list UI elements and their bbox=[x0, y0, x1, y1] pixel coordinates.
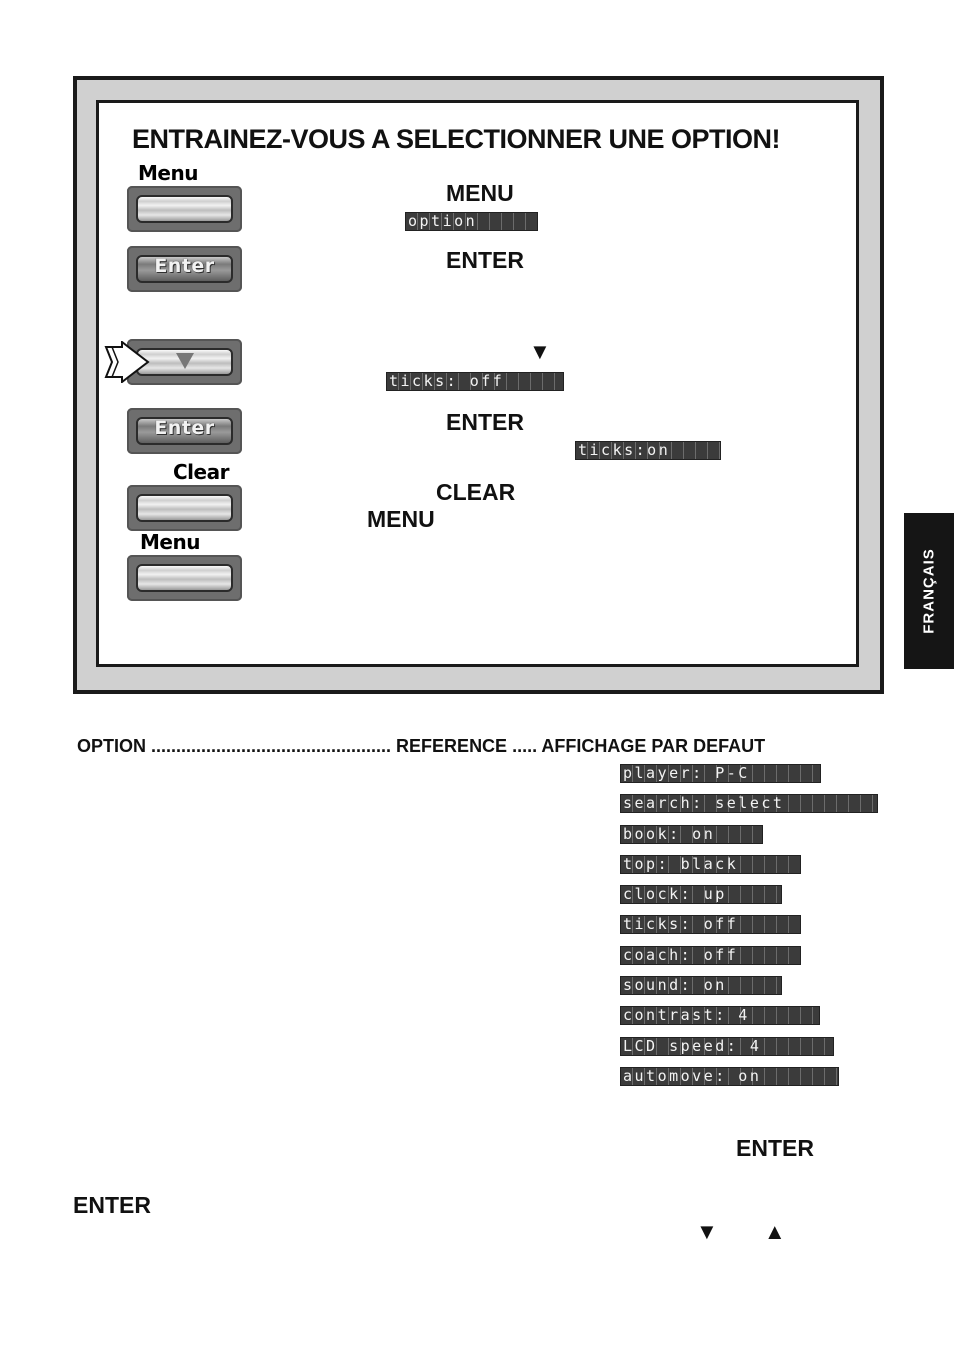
up-arrow-icon: ▲ bbox=[763, 1219, 786, 1244]
bottom-arrows: ▼ ▲ bbox=[696, 1219, 786, 1245]
language-tab: FRANÇAIS bbox=[904, 513, 954, 669]
clear-button[interactable] bbox=[127, 485, 242, 531]
menu-button-2[interactable] bbox=[127, 555, 242, 601]
step-enter-2-text: ENTER bbox=[446, 409, 524, 435]
down-arrow-glyph: ▼ bbox=[529, 339, 551, 364]
pointer-arrow-icon bbox=[104, 341, 150, 383]
lcd-default-player: player: P-C bbox=[620, 764, 821, 783]
menu-button[interactable] bbox=[127, 186, 242, 232]
down-arrow-icon: ▼ bbox=[696, 1219, 718, 1244]
default-values-list: player: P-C search: select book: on top:… bbox=[620, 764, 878, 1097]
lcd-default-search: search: select bbox=[620, 794, 878, 814]
lcd-default-ticks: ticks: off bbox=[620, 915, 801, 935]
menu-button-label: Menu bbox=[138, 161, 198, 185]
language-tab-label: FRANÇAIS bbox=[920, 548, 938, 634]
lcd-ticks-off: ticks: off bbox=[386, 372, 564, 391]
lcd-default-coach: coach: off bbox=[620, 945, 801, 965]
lcd-default-top: top: black bbox=[620, 854, 801, 874]
lcd-default-automove: automove: on bbox=[620, 1066, 839, 1086]
menu-button-2-label: Menu bbox=[140, 530, 200, 554]
lcd-default-clock: clock: up bbox=[620, 885, 782, 905]
lcd-default-book: book: on bbox=[620, 824, 763, 844]
bottom-enter-text-right: ENTER bbox=[736, 1135, 814, 1161]
step-clear-text: CLEAR bbox=[436, 479, 516, 505]
lcd-ticks-on: ticks:on bbox=[575, 441, 721, 460]
lcd-option: option bbox=[405, 212, 538, 231]
options-table-header: OPTION .................................… bbox=[77, 736, 766, 756]
down-arrow-button[interactable] bbox=[127, 339, 242, 385]
lcd-default-lcd-speed: LCD speed: 4 bbox=[620, 1036, 834, 1056]
lcd-default-sound: sound: on bbox=[620, 976, 782, 996]
enter-button-2-caption: Enter bbox=[154, 417, 215, 439]
step-menu-text: MENU bbox=[446, 180, 514, 206]
lcd-default-contrast: contrast: 4 bbox=[620, 1006, 820, 1026]
step-menu-after-clear-text: MENU bbox=[367, 506, 435, 532]
down-triangle-icon bbox=[175, 353, 194, 369]
enter-button-2[interactable]: Enter bbox=[127, 408, 242, 454]
clear-button-label: Clear bbox=[173, 460, 229, 484]
bottom-enter-text-left: ENTER bbox=[73, 1192, 151, 1218]
panel-title: ENTRAINEZ-VOUS A SELECTIONNER UNE OPTION… bbox=[132, 124, 781, 154]
enter-button[interactable]: Enter bbox=[127, 246, 242, 292]
step-enter-text: ENTER bbox=[446, 247, 524, 273]
enter-button-caption: Enter bbox=[154, 255, 215, 277]
